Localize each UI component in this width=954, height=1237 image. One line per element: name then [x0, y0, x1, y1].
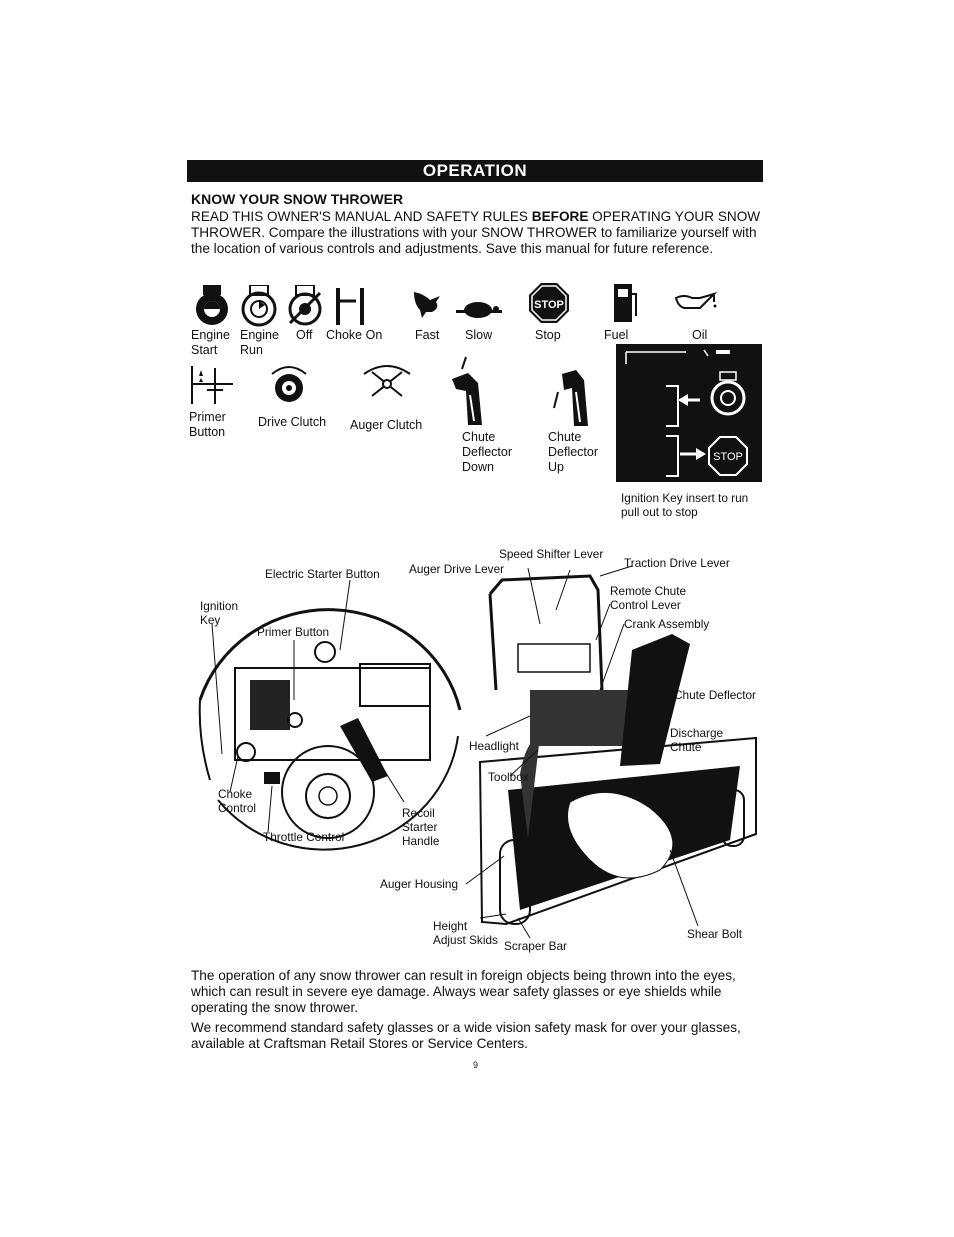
label-discharge-chute: Discharge Chute	[670, 726, 724, 754]
label-chute-deflector: Chute Deflector	[674, 688, 756, 702]
auger-clutch-icon	[363, 365, 411, 397]
recommendation-paragraph: We recommend standard safety glasses or …	[191, 1020, 741, 1051]
engine-run-label: Engine Run	[240, 328, 279, 357]
auger-clutch-label: Auger Clutch	[350, 418, 423, 432]
section-banner: OPERATION	[187, 160, 763, 182]
section-heading: KNOW YOUR SNOW THROWER	[191, 191, 404, 207]
engine-start-label: Engine Start	[191, 328, 230, 357]
drive-clutch-label: Drive Clutch	[258, 415, 327, 429]
label-recoil-starter-handle: Recoil Starter Handle	[402, 806, 440, 848]
label-toolbox: Toolbox	[488, 770, 529, 784]
intro-text-bold: BEFORE	[531, 209, 589, 224]
drive-clutch-icon	[271, 366, 307, 402]
label-crank-assembly: Crank Assembly	[624, 617, 710, 631]
slow-label: Slow	[465, 328, 493, 342]
choke-on-label: Choke On	[326, 328, 383, 342]
choke-on-icon	[336, 288, 364, 325]
stop-sign-icon: STOP	[529, 283, 569, 323]
page-number: 9	[473, 1060, 479, 1070]
ignition-key-caption: Ignition Key insert to run pull out to s…	[621, 491, 749, 519]
chute-down-icon	[452, 356, 482, 425]
primer-button-label: Primer Button	[189, 410, 226, 439]
label-auger-drive-lever: Auger Drive Lever	[409, 562, 505, 576]
stop-label: Stop	[535, 328, 561, 342]
chute-down-label: Chute Deflector Down	[462, 430, 513, 474]
oil-label: Oil	[692, 328, 708, 342]
fuel-pump-icon	[614, 284, 637, 322]
engine-run-icon	[241, 285, 277, 327]
intro-paragraph: READ THIS OWNER'S MANUAL AND SAFETY RULE…	[191, 209, 761, 257]
label-scraper-bar: Scraper Bar	[504, 939, 567, 953]
label-electric-starter-button: Electric Starter Button	[265, 567, 380, 581]
label-auger-housing: Auger Housing	[380, 877, 459, 891]
ignition-stop-text: STOP	[713, 451, 743, 463]
engine-off-label: Off	[296, 328, 313, 342]
chute-up-icon	[553, 370, 588, 426]
label-throttle-control: Throttle Control	[263, 830, 345, 844]
chute-up-label: Chute Deflector Up	[548, 430, 599, 474]
label-speed-shifter-lever: Speed Shifter Lever	[499, 547, 604, 561]
snow-thrower-diagram	[198, 565, 757, 939]
label-choke-control: Choke Control	[218, 787, 257, 815]
label-primer-button: Primer Button	[257, 625, 330, 639]
fuel-label: Fuel	[604, 328, 629, 342]
turtle-icon	[456, 302, 502, 318]
label-ignition-key: Ignition Key	[200, 599, 239, 627]
label-headlight: Headlight	[469, 739, 519, 753]
intro-text-1: READ THIS OWNER'S MANUAL AND SAFETY RULE…	[191, 209, 532, 224]
engine-start-icon	[196, 285, 228, 325]
engine-off-icon	[288, 285, 322, 326]
oil-can-icon	[674, 292, 718, 309]
label-remote-chute-control-lever: Remote Chute Control Lever	[610, 584, 687, 612]
primer-button-icon	[191, 366, 233, 404]
rabbit-icon	[414, 292, 440, 318]
stop-sign-text: STOP	[534, 299, 564, 311]
ignition-key-graphics: STOP	[625, 349, 748, 477]
label-traction-drive-lever: Traction Drive Lever	[624, 556, 730, 570]
fast-label: Fast	[415, 328, 440, 342]
label-shear-bolt: Shear Bolt	[687, 927, 743, 941]
intro-text-2: OPERATING YOUR SNOW THROWER. Compare the…	[191, 209, 761, 256]
label-height-adjust-skids: Height Adjust Skids	[433, 919, 498, 947]
safety-paragraph: The operation of any snow thrower can re…	[191, 968, 736, 1015]
